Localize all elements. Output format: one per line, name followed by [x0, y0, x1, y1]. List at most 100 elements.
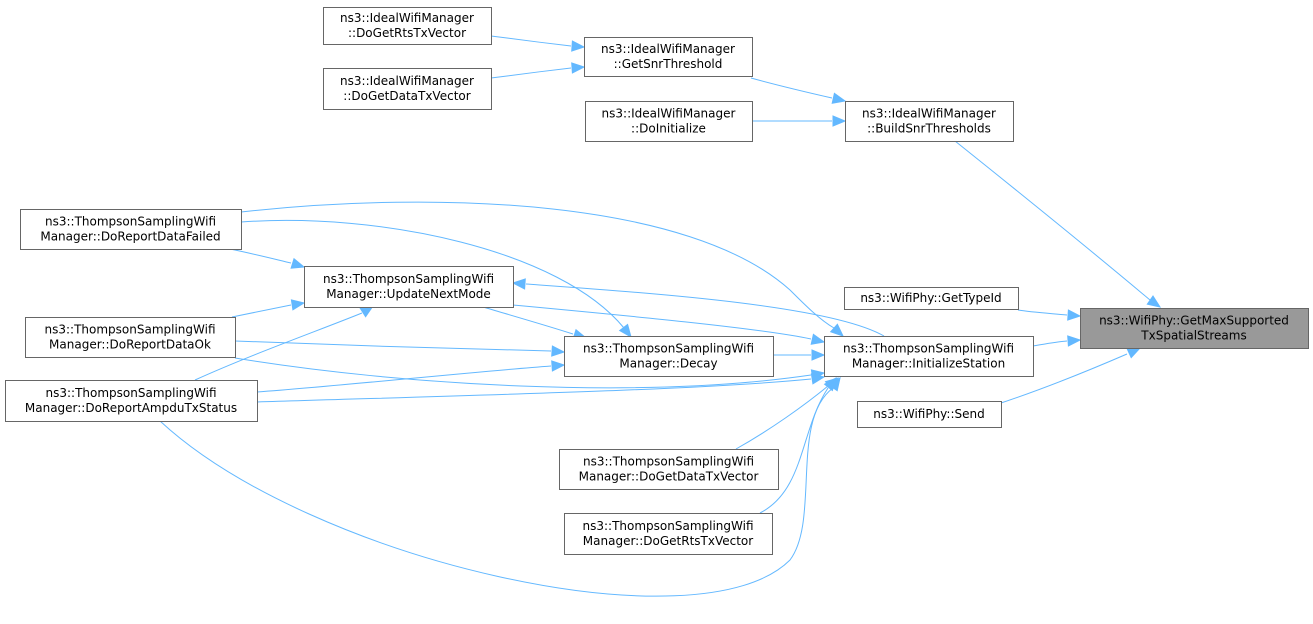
node-box — [25, 317, 236, 358]
node-box — [1080, 308, 1309, 349]
edge-arrowhead — [290, 257, 306, 269]
node-box — [824, 336, 1034, 377]
edge-gettypeid-to-getmax — [1017, 309, 1082, 321]
node-label-line: Manager::DoGetRtsTxVector — [583, 534, 753, 548]
node-label-line: ns3::ThompsonSamplingWifi — [45, 215, 216, 229]
node-label-line: ::DoGetDataTxVector — [343, 89, 470, 103]
node-label-line: ns3::IdealWifiManager — [340, 74, 474, 88]
node-label-line: ns3::ThompsonSamplingWifi — [45, 386, 216, 400]
node-box — [304, 266, 514, 308]
node-ts-ok[interactable]: ns3::ThompsonSamplingWifiManager::DoRepo… — [25, 317, 236, 358]
edge-line — [490, 67, 572, 79]
edge-line — [954, 140, 1151, 301]
edge-arrowhead — [290, 299, 306, 311]
node-ideal-build[interactable]: ns3::IdealWifiManager::BuildSnrThreshold… — [845, 101, 1014, 142]
node-ts-rts[interactable]: ns3::ThompsonSamplingWifiManager::DoGetR… — [564, 513, 773, 555]
edge-arrowhead — [618, 323, 632, 339]
edge-line — [229, 248, 292, 264]
edge-ideal_build-to-getmax — [954, 140, 1162, 308]
edge-arrowhead — [1146, 295, 1162, 308]
node-label-line: ns3::WifiPhy::Send — [873, 407, 984, 421]
edge-line — [735, 385, 829, 450]
edge-line — [1017, 309, 1068, 316]
node-send[interactable]: ns3::WifiPhy::Send — [857, 401, 1002, 428]
node-label-line: Manager::InitializeStation — [852, 357, 1005, 371]
node-label-line: ns3::IdealWifiManager — [340, 11, 474, 25]
edge-ideal_rts-to-ideal_snr — [490, 35, 586, 52]
edge-ts_update-to-ts_decay — [482, 306, 588, 340]
edge-ts_decay-to-ts_init — [773, 349, 826, 361]
edges-layer — [159, 35, 1162, 597]
edge-arrowhead — [810, 333, 826, 345]
node-label-line: ns3::IdealWifiManager — [602, 107, 736, 121]
edge-arrowhead — [571, 62, 586, 74]
node-ts-data[interactable]: ns3::ThompsonSamplingWifiManager::DoGetD… — [559, 449, 779, 490]
edge-ts_failed-to-ts_update — [229, 248, 306, 269]
edge-ts_rts-to-ts_init — [759, 376, 837, 514]
edge-line — [194, 312, 363, 381]
edge-ts_ampdu-to-ts_init — [256, 373, 826, 403]
node-label-line: ns3::IdealWifiManager — [862, 107, 996, 121]
node-ideal-rts[interactable]: ns3::IdealWifiManager::DoGetRtsTxVector — [323, 7, 492, 45]
node-ideal-data[interactable]: ns3::IdealWifiManager::DoGetDataTxVector — [323, 68, 492, 110]
edge-arrowhead — [551, 360, 566, 372]
node-label-line: ::DoGetRtsTxVector — [348, 26, 466, 40]
node-box — [844, 287, 1019, 310]
node-box — [584, 37, 753, 77]
node-box — [323, 68, 492, 110]
nodes-layer: ns3::WifiPhy::GetMaxSupportedTxSpatialSt… — [5, 7, 1309, 555]
edge-line — [234, 340, 552, 352]
edge-arrowhead — [810, 373, 826, 385]
node-label-line: ns3::ThompsonSamplingWifi — [44, 323, 215, 337]
node-label-line: ns3::IdealWifiManager — [601, 42, 735, 56]
edge-ts_failed-to-ts_init — [240, 201, 844, 337]
edge-ts_ampdu-to-ts_decay — [256, 360, 566, 393]
node-ts-failed[interactable]: ns3::ThompsonSamplingWifiManager::DoRepo… — [20, 209, 242, 250]
node-label-line: ns3::WifiPhy::GetTypeId — [860, 291, 1001, 305]
edge-line — [482, 306, 574, 335]
node-label-line: Manager::DoReportDataOk — [49, 338, 211, 352]
edge-ts_failed-to-ts_decay — [240, 219, 632, 339]
edge-arrowhead — [832, 115, 847, 127]
node-ts-ampdu[interactable]: ns3::ThompsonSamplingWifiManager::DoRepo… — [5, 380, 258, 422]
edge-arrowhead — [1126, 347, 1142, 359]
node-label-line: ns3::ThompsonSamplingWifi — [582, 519, 753, 533]
edge-line — [512, 304, 812, 340]
node-box — [585, 101, 753, 142]
node-ideal-init[interactable]: ns3::IdealWifiManager::DoInitialize — [585, 101, 753, 142]
node-getmax[interactable]: ns3::WifiPhy::GetMaxSupportedTxSpatialSt… — [1080, 308, 1309, 349]
node-label-line: TxSpatialStreams — [1140, 329, 1246, 343]
node-label-line: Manager::Decay — [619, 357, 717, 371]
edge-arrowhead — [1067, 335, 1082, 347]
node-ideal-snr[interactable]: ns3::IdealWifiManager::GetSnrThreshold — [584, 37, 753, 77]
edge-line — [240, 201, 835, 329]
edge-ideal_data-to-ideal_snr — [490, 62, 586, 79]
node-ts-init[interactable]: ns3::ThompsonSamplingWifiManager::Initia… — [824, 336, 1034, 377]
node-label-line: ns3::ThompsonSamplingWifi — [843, 342, 1014, 356]
edge-line — [490, 35, 572, 47]
edge-arrowhead — [1067, 309, 1082, 321]
node-label-line: ns3::ThompsonSamplingWifi — [323, 272, 494, 286]
edge-ideal_init-to-ideal_build — [752, 115, 847, 127]
edge-line — [159, 387, 834, 597]
edge-ideal_snr-to-ideal_build — [750, 77, 847, 104]
edge-line — [234, 357, 812, 389]
edge-arrowhead — [828, 376, 841, 392]
node-gettypeid[interactable]: ns3::WifiPhy::GetTypeId — [844, 287, 1019, 310]
node-label-line: Manager::DoReportAmpduTxStatus — [25, 401, 237, 415]
edge-line — [1032, 340, 1068, 347]
edge-arrowhead — [511, 278, 526, 290]
node-box — [323, 7, 492, 45]
node-label-line: Manager::DoReportDataFailed — [40, 230, 220, 244]
node-ts-update[interactable]: ns3::ThompsonSamplingWifiManager::Update… — [304, 266, 514, 308]
edge-line — [231, 304, 292, 318]
edge-ts_init-to-ts_update — [511, 278, 885, 337]
edge-ts_update-to-ts_init — [512, 304, 826, 345]
edge-arrowhead — [829, 323, 844, 337]
node-box — [857, 401, 1002, 428]
edge-ts_ok-to-ts_decay — [234, 340, 566, 357]
edge-line — [256, 378, 812, 403]
node-label-line: ns3::ThompsonSamplingWifi — [583, 455, 754, 469]
